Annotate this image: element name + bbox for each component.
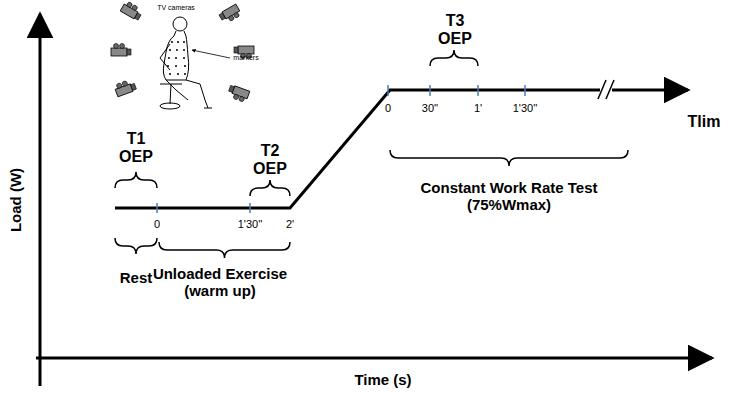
illustration-label: markers bbox=[233, 54, 258, 62]
brace bbox=[430, 50, 478, 66]
brace bbox=[250, 180, 290, 196]
tick-label: 1'30'' bbox=[238, 218, 263, 231]
tv-camera bbox=[111, 44, 131, 57]
tv-camera bbox=[218, 4, 242, 25]
brace bbox=[115, 172, 157, 188]
measurement-label: T1 OEP bbox=[111, 130, 161, 167]
tick-label: 1' bbox=[474, 102, 482, 115]
measurement-label: T2 OEP bbox=[245, 142, 295, 179]
measurement-label: T3 OEP bbox=[430, 12, 480, 49]
braces bbox=[115, 50, 628, 258]
brace bbox=[115, 238, 157, 254]
y-axis bbox=[39, 14, 42, 386]
axis-title: Time (s) bbox=[354, 371, 411, 388]
marker-dots bbox=[167, 41, 186, 75]
tv-camera bbox=[227, 84, 250, 103]
tv-camera bbox=[114, 78, 137, 97]
x-axis bbox=[36, 357, 712, 360]
subject-illustration bbox=[160, 17, 212, 109]
brace bbox=[390, 150, 628, 166]
tv-camera bbox=[120, 0, 144, 21]
tick-label: 1'30'' bbox=[513, 102, 538, 115]
leader-line bbox=[192, 50, 230, 58]
tv-cameras bbox=[111, 0, 254, 103]
phase-label: Unloaded Exercise (warm up) bbox=[145, 265, 295, 300]
phase-label: Rest bbox=[120, 269, 153, 286]
axis-break bbox=[598, 80, 606, 99]
tick-label: 0 bbox=[154, 218, 160, 231]
axis-break bbox=[606, 80, 614, 99]
tick-label: 2' bbox=[286, 218, 294, 231]
phase-label: Constant Work Rate Test (75%Wmax) bbox=[409, 179, 609, 214]
illustration-label: TV cameras bbox=[157, 4, 195, 12]
brace bbox=[159, 242, 290, 258]
load-profile bbox=[612, 89, 688, 92]
axis-title: Load (W) bbox=[7, 168, 24, 232]
tick-label: 0 bbox=[385, 102, 391, 115]
tick-label: 30'' bbox=[422, 102, 438, 115]
end-label: Tlim bbox=[688, 113, 721, 131]
